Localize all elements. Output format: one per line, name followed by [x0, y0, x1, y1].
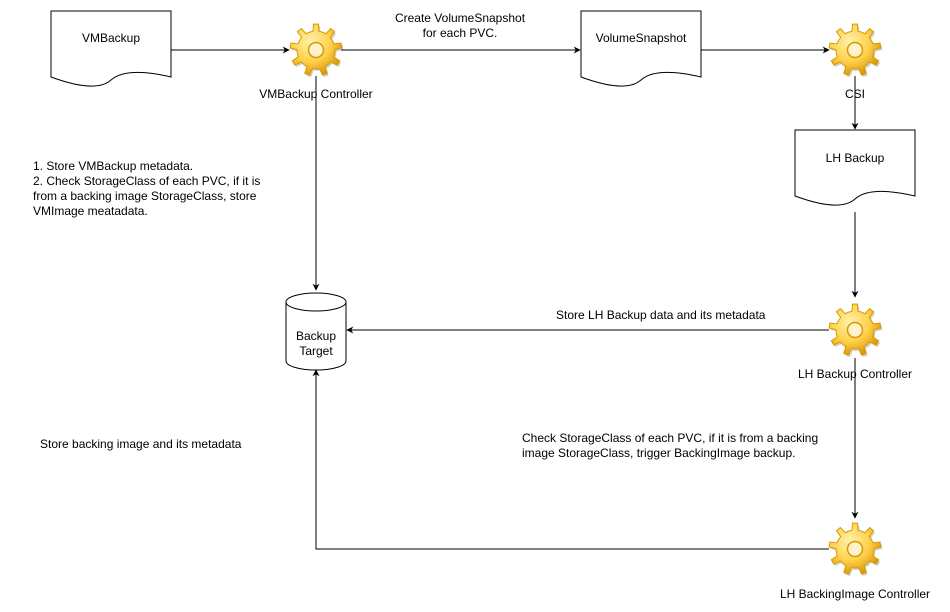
gear-hub: [307, 41, 325, 59]
document-icon: [794, 129, 916, 206]
lh-backingimage-controller-label: LH BackingImage Controller: [780, 587, 930, 601]
document-icon: [50, 10, 172, 87]
vmbackup-controller-label: VMBackup Controller: [259, 87, 372, 101]
volumesnapshot-label: VolumeSnapshot: [596, 31, 687, 45]
cylinder-icon: [285, 302, 347, 371]
gear-hub: [846, 41, 864, 59]
controllers: [289, 23, 883, 577]
store-lh-backup-label: Store LH Backup data and its metadata: [556, 308, 766, 322]
backup-target-label-line1: Backup: [296, 329, 336, 343]
store-vmbackup-label-line4: VMImage meatadata.: [33, 204, 148, 218]
check-storageclass-label-line1: Check StorageClass of each PVC, if it is…: [522, 431, 818, 445]
lh-backup-document[interactable]: LH Backup: [794, 129, 916, 206]
store-vmbackup-label-line2: 2. Check StorageClass of each PVC, if it…: [33, 174, 260, 188]
volumesnapshot-document[interactable]: VolumeSnapshot: [580, 10, 702, 87]
check-storageclass-label-line2: image StorageClass, trigger BackingImage…: [522, 446, 795, 460]
lh-backup-controller-label: LH Backup Controller: [798, 367, 912, 381]
create-snapshot-label-line2: for each PVC.: [423, 26, 498, 40]
vmbackup-label: VMBackup: [82, 31, 140, 45]
vmbackup-document[interactable]: VMBackup: [50, 10, 172, 87]
backup-target-label-line2: Target: [299, 344, 333, 358]
gear-hub: [846, 540, 864, 558]
lh-backingimage-controller-gear[interactable]: [828, 522, 883, 577]
cylinder-top: [285, 292, 347, 312]
lh-backup-controller-gear[interactable]: [828, 303, 883, 358]
store-vmbackup-label-line1: 1. Store VMBackup metadata.: [33, 159, 193, 173]
document-icon: [580, 10, 702, 87]
edge-backingimage-to-target: [312, 369, 829, 550]
gear-hub: [846, 321, 864, 339]
create-snapshot-label-line1: Create VolumeSnapshot: [395, 11, 526, 25]
lh-backup-label: LH Backup: [826, 151, 885, 165]
store-backing-image-label: Store backing image and its metadata: [40, 437, 242, 451]
vmbackup-controller-gear[interactable]: [289, 23, 344, 78]
store-vmbackup-label-line3: from a backing image StorageClass, store: [33, 189, 257, 203]
csi-label: CSI: [845, 87, 865, 101]
backup-target-cylinder[interactable]: Backup Target: [285, 292, 347, 371]
csi-gear[interactable]: [828, 23, 883, 78]
